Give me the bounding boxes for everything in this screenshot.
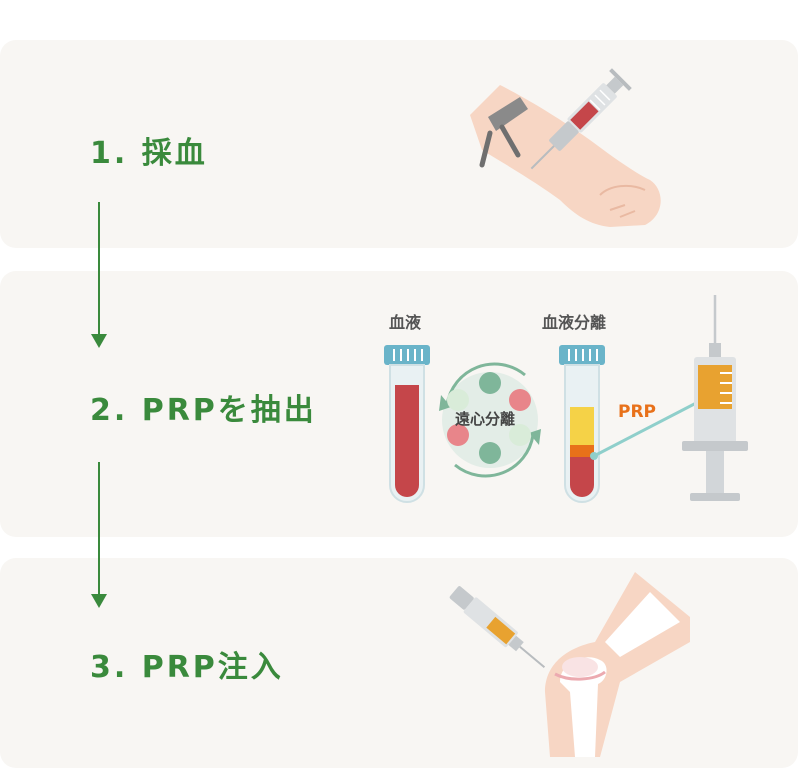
prp-syringe-icon <box>682 295 748 501</box>
step-2-title: 2. PRPを抽出 <box>90 393 317 428</box>
step-3-title: 3. PRP注入 <box>90 650 284 685</box>
tourniquet-icon <box>479 97 528 168</box>
test-tube-icon <box>384 345 430 503</box>
prp-label: PRP <box>618 402 657 422</box>
down-arrow-icon <box>91 462 107 608</box>
syringe-icon <box>449 586 546 669</box>
arm-icon <box>470 85 661 227</box>
syringe-icon <box>530 68 632 170</box>
down-arrow-icon <box>91 202 107 348</box>
separated-blood-label: 血液分離 <box>542 313 607 332</box>
centrifuge-label: 遠心分離 <box>455 410 516 428</box>
step-3-panel <box>0 558 798 768</box>
separated-tube-icon <box>559 345 605 503</box>
centrifuge-icon <box>439 362 541 478</box>
knee-icon <box>545 572 690 757</box>
blood-label: 血液 <box>389 313 422 332</box>
step-1-title: 1. 採血 <box>90 136 208 171</box>
step-1-panel <box>0 40 798 248</box>
